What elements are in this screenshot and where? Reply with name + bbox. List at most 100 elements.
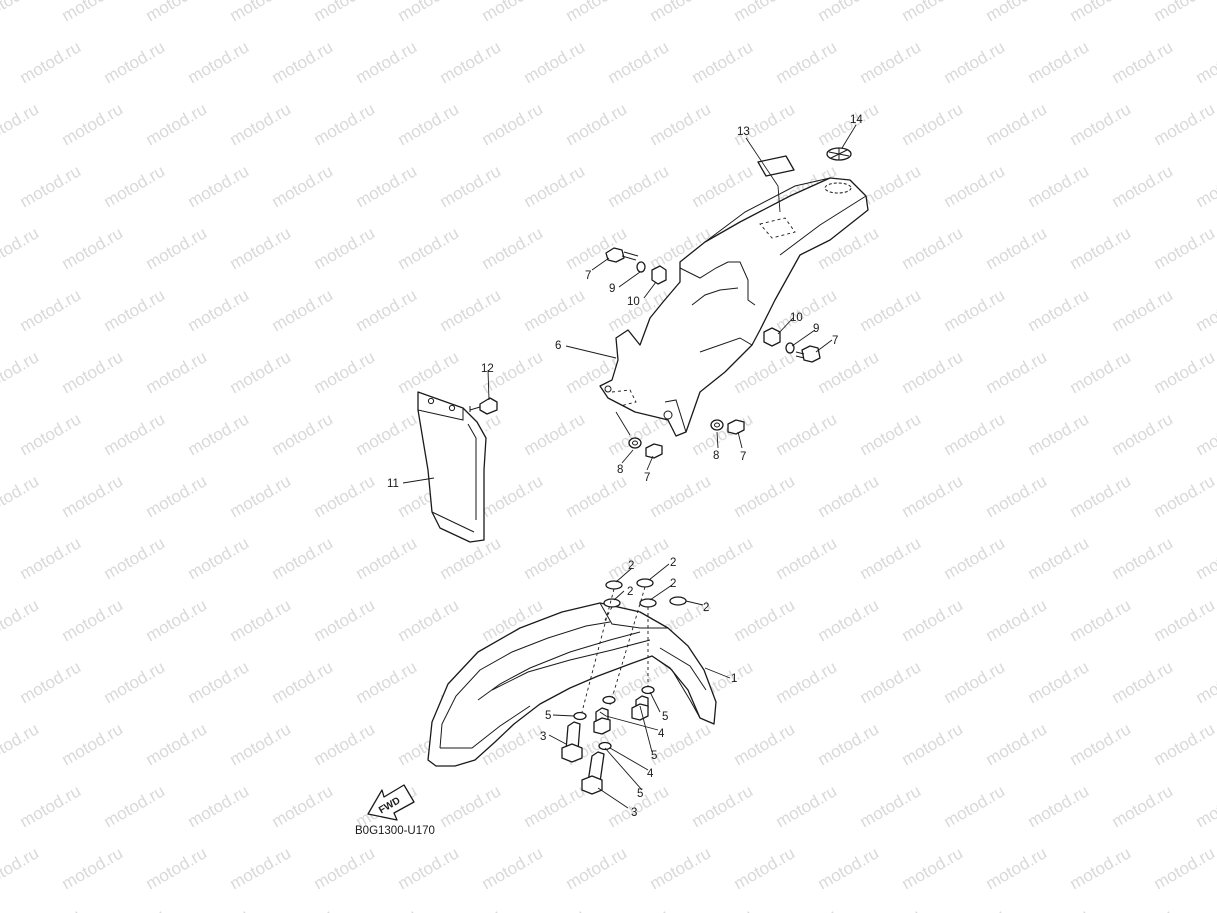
watermark-text: motod.ru [1067,595,1135,645]
bolt-part-7-lower-left [645,443,663,459]
watermark-text: motod.ru [479,843,547,893]
watermark-text: motod.ru [689,533,757,583]
watermark-text: motod.ru [1193,161,1217,211]
callout-part-5: 5 [662,711,668,723]
watermark-text: motod.ru [1025,533,1093,583]
watermark-text: motod.ru [0,223,42,273]
watermark-text: motod.ru [1151,595,1217,645]
bolt-part-3-a [561,721,583,763]
watermark-text: motod.ru [857,409,925,459]
watermark-text: motod.ru [521,905,589,913]
watermark-text: motod.ru [1109,161,1177,211]
callout-labels: 1 2 2 2 2 2 3 3 4 4 5 5 5 5 6 7 7 7 7 8 … [387,114,863,819]
watermark-text: motod.ru [1151,0,1217,25]
watermark-text: motod.ru [899,0,967,25]
watermark-text: motod.ru [899,843,967,893]
watermark-text: motod.ru [353,285,421,335]
watermark-text: motod.ru [143,223,211,273]
callout-part-10: 10 [627,296,640,308]
watermark-text: motod.ru [899,223,967,273]
watermark-text: motod.ru [941,905,1009,913]
watermark-text: motod.ru [563,843,631,893]
watermark-text: motod.ru [269,781,337,831]
watermark-text: motod.ru [59,595,127,645]
watermark-text: motod.ru [1193,533,1217,583]
watermark-text: motod.ru [1067,0,1135,25]
watermark-text: motod.ru [437,781,505,831]
watermark-text: motod.ru [269,161,337,211]
watermark-text: motod.ru [857,533,925,583]
watermark-text: motod.ru [1067,843,1135,893]
watermark-text: motod.ru [521,533,589,583]
watermark-text: motod.ru [815,843,883,893]
watermark-text: motod.ru [647,471,715,521]
collar-part-5-a [573,711,587,721]
watermark-text: motod.ru [1193,905,1217,913]
watermark-text: motod.ru [1025,409,1093,459]
watermark-text: motod.ru [479,0,547,25]
callout-part-2: 2 [627,586,633,598]
watermark-text: motod.ru [689,781,757,831]
watermark-text: motod.ru [1109,533,1177,583]
watermark-text: motod.ru [899,595,967,645]
watermark-text: motod.ru [143,347,211,397]
watermark-text: motod.ru [647,0,715,25]
callout-part-4: 4 [647,768,654,780]
watermark-text: motod.ru [1025,37,1093,87]
watermark-text: motod.ru [689,37,757,87]
watermark-text: motod.ru [983,347,1051,397]
watermark-text: motod.ru [1025,161,1093,211]
watermark-text: motod.ru [479,99,547,149]
watermark-text: motod.ru [1109,905,1177,913]
callout-part-9: 9 [609,283,615,295]
watermark-text: motod.ru [1193,409,1217,459]
spacer-part-4-b [631,695,649,721]
callout-part-1: 1 [731,673,737,685]
watermark-text: motod.ru [101,533,169,583]
watermark-text: motod.ru [941,781,1009,831]
rear-fender-part-6 [599,177,869,437]
watermark-text: motod.ru [17,161,85,211]
watermark-text: motod.ru [521,161,589,211]
callout-part-3: 3 [631,807,637,819]
watermark-text: motod.ru [1193,781,1217,831]
watermark-text: motod.ru [0,0,42,25]
watermark-text: motod.ru [941,285,1009,335]
watermark-text: motod.ru [1067,99,1135,149]
watermark-text: motod.ru [605,161,673,211]
leader-lines [402,124,857,809]
watermark-text: motod.ru [815,0,883,25]
watermark-text: motod.ru [185,409,253,459]
nut-part-10-right [763,327,781,347]
callout-part-3: 3 [540,731,546,743]
watermark-text: motod.ru [1151,471,1217,521]
watermark-text: motod.ru [857,781,925,831]
watermark-text: motod.ru [395,0,463,25]
watermark-text: motod.ru [983,595,1051,645]
watermark-text: motod.ru [563,223,631,273]
watermark-text: motod.ru [773,533,841,583]
watermark-text: motod.ru [605,37,673,87]
watermark-text: motod.ru [311,223,379,273]
watermark-text: motod.ru [941,409,1009,459]
watermark-text: motod.ru [1151,347,1217,397]
watermark-text: motod.ru [857,285,925,335]
washer-part-2-b [636,578,654,588]
watermark-text: motod.ru [311,843,379,893]
watermark-text: motod.ru [773,37,841,87]
watermark-text: motod.ru [353,37,421,87]
watermark-text: motod.ru [815,471,883,521]
washer-part-2-c [603,598,621,608]
watermark-text: motod.ru [647,99,715,149]
watermark-text: motod.ru [983,223,1051,273]
watermark-text: motod.ru [731,719,799,769]
watermark-text: motod.ru [689,905,757,913]
watermark-text: motod.ru [563,0,631,25]
watermark-text: motod.ru [1109,37,1177,87]
watermark-text: motod.ru [101,409,169,459]
watermark-text: motod.ru [815,595,883,645]
watermark-text: motod.ru [311,471,379,521]
watermark-text: motod.ru [269,285,337,335]
callout-part-10: 10 [790,312,803,324]
